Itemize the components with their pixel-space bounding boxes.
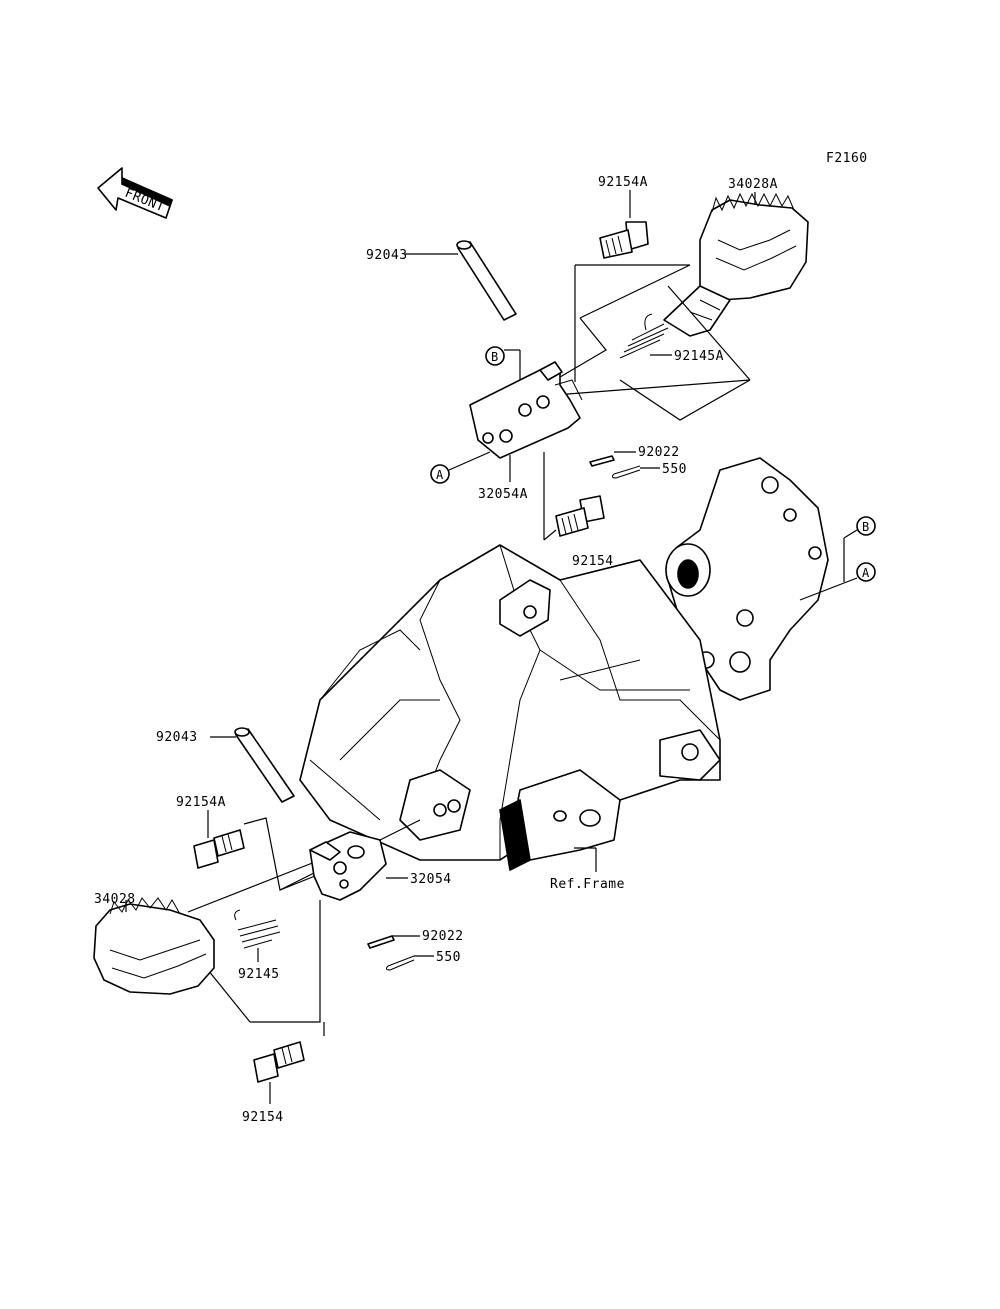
spring-92145-bottom <box>234 909 281 949</box>
label-frame: Ref.Frame <box>550 877 625 892</box>
bolt-92154-bottom <box>253 1041 305 1083</box>
label-top-footpeg: 34028A <box>728 177 778 192</box>
spring-92145a-top <box>619 313 669 359</box>
label-top-spring: 92145A <box>674 349 724 364</box>
cotter-550-top <box>611 465 641 479</box>
bracket-32054a-top <box>469 361 583 459</box>
label-bottom-bracket: 32054 <box>410 872 452 887</box>
label-top-bracket: 32054A <box>478 487 528 502</box>
cotter-550-bottom <box>385 955 415 971</box>
bolt-92154-top <box>555 495 605 537</box>
washer-92022-bottom <box>367 935 395 949</box>
callout-a-top: A <box>436 468 444 482</box>
label-top-washer: 92022 <box>638 445 680 460</box>
label-bottom-footpeg: 34028 <box>94 892 136 907</box>
bracket-32054-bottom <box>309 831 387 901</box>
label-bottom-bolt: 92154 <box>242 1110 284 1125</box>
pin-92043-top <box>456 240 517 321</box>
label-bottom-pin: 92043 <box>156 730 198 745</box>
label-bottom-spring: 92145 <box>238 967 280 982</box>
footpeg-34028a-top <box>663 192 809 337</box>
label-top-bolt-a: 92154A <box>598 175 648 190</box>
callout-b-right: B <box>862 520 869 534</box>
callout-b-top: B <box>491 350 498 364</box>
bolt-92154a-top <box>599 221 649 259</box>
figure-code: F2160 <box>826 151 868 166</box>
frame-body <box>299 457 829 871</box>
front-arrow-icon: FRONT <box>97 167 173 219</box>
pin-92043-bottom <box>234 727 295 803</box>
label-top-pin: 92043 <box>366 248 408 263</box>
label-bottom-cotter: 550 <box>436 950 461 965</box>
washer-92022-top <box>589 455 615 467</box>
label-bottom-bolt-a: 92154A <box>176 795 226 810</box>
callout-a-right: A <box>862 566 870 580</box>
label-bottom-washer: 92022 <box>422 929 464 944</box>
bolt-92154a-bottom <box>193 829 245 869</box>
label-top-bolt: 92154 <box>572 554 614 569</box>
label-top-cotter: 550 <box>662 462 687 477</box>
footpeg-34028-bottom <box>93 897 215 995</box>
